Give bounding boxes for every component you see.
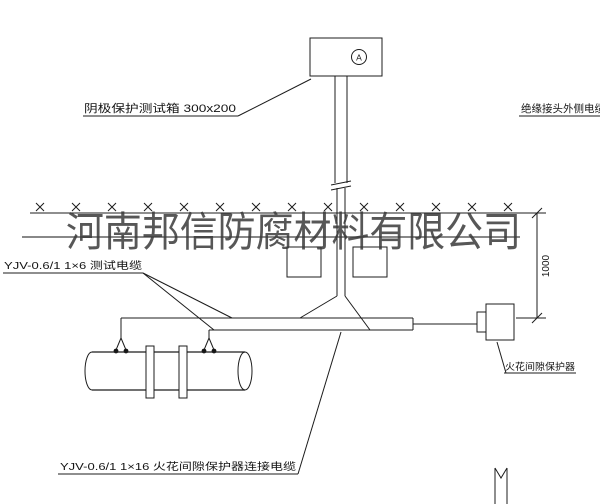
cable-group bbox=[113, 295, 477, 354]
break-symbol-group bbox=[494, 467, 508, 504]
spark-gap-label: 火花间隙保护器 bbox=[505, 361, 576, 373]
labels-group: A 阴极保护测试箱 300x200 绝缘接头外侧电缆 YJV-0.6/1 1×6… bbox=[4, 53, 600, 474]
dimension-tick-top bbox=[531, 207, 543, 219]
ground-line-group bbox=[30, 202, 520, 214]
spark-gap-body bbox=[485, 303, 515, 341]
foundation-group bbox=[286, 246, 388, 278]
spark-gap-stem bbox=[476, 311, 487, 333]
dimension-group bbox=[516, 207, 546, 324]
outer-cable-label: 绝缘接头外侧电缆 bbox=[521, 102, 600, 115]
cable-weld-lead-right-b bbox=[208, 337, 215, 351]
dimension-tick-bottom bbox=[531, 312, 543, 324]
ground-hatch-mark bbox=[35, 202, 45, 212]
weld-dot bbox=[113, 348, 119, 354]
test-box-label: 阴极保护测试箱 300x200 bbox=[84, 101, 236, 115]
test-cable-label: YJV-0.6/1 1×6 测试电缆 bbox=[4, 259, 142, 272]
concrete-block-left bbox=[286, 246, 322, 278]
watermark-group: 河南邦信防腐材料有限公司 bbox=[22, 209, 521, 255]
weld-dot bbox=[201, 348, 207, 354]
pipe-right-cap bbox=[237, 351, 253, 391]
test-box bbox=[309, 37, 383, 77]
test-box-group bbox=[309, 37, 383, 77]
break-symbol-notch bbox=[494, 467, 508, 479]
flange-left bbox=[145, 345, 155, 399]
test-cable-leader-b bbox=[142, 272, 215, 331]
cable-bend-left bbox=[299, 295, 338, 319]
spark-gap-group bbox=[476, 303, 576, 374]
dimension-value: 1000 bbox=[541, 254, 552, 277]
cable-weld-lead-left-b bbox=[120, 337, 127, 351]
insulating-joint bbox=[153, 351, 180, 391]
concrete-block-right bbox=[352, 246, 388, 278]
meter-circle-icon bbox=[351, 49, 367, 65]
conduit-break-upper bbox=[330, 180, 352, 186]
test-box-leader bbox=[237, 78, 312, 117]
pipe-left-cap bbox=[84, 351, 93, 391]
connection-cable-label: YJV-0.6/1 1×16 火花间隙保护器连接电缆 bbox=[60, 460, 296, 473]
cable-bend-right bbox=[344, 295, 371, 331]
conduit-break-lower bbox=[330, 185, 352, 191]
leader-group bbox=[3, 78, 600, 475]
pipeline-group bbox=[84, 345, 253, 399]
connection-cable-leader bbox=[297, 331, 342, 475]
test-cable-leader-a bbox=[142, 272, 233, 319]
flange-right bbox=[178, 345, 188, 399]
spark-gap-leader bbox=[496, 341, 507, 374]
meter-symbol-letter: A bbox=[356, 53, 362, 63]
weld-dot bbox=[211, 348, 217, 354]
watermark-text: 河南邦信防腐材料有限公司 bbox=[66, 209, 521, 255]
cable-weld-lead-right-a bbox=[203, 337, 210, 351]
conduit-group bbox=[330, 76, 352, 296]
weld-dot bbox=[123, 348, 129, 354]
cable-weld-lead-left-a bbox=[115, 337, 122, 351]
